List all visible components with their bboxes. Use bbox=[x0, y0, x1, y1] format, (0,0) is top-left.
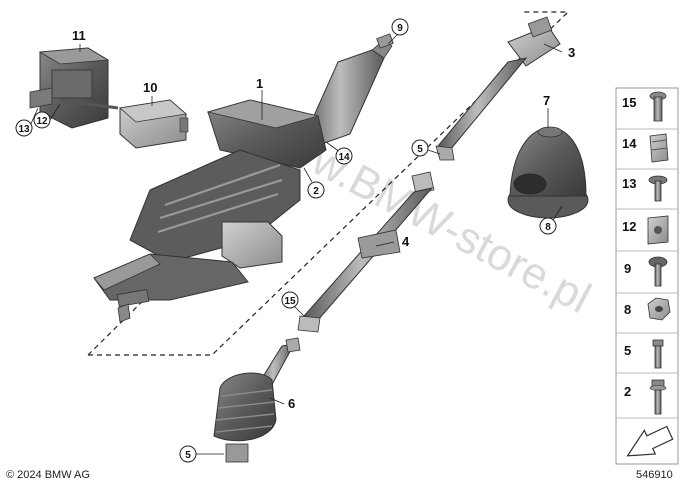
callout-14: 14 bbox=[335, 147, 353, 165]
legend-num-15: 15 bbox=[622, 95, 636, 110]
legend-num-9: 9 bbox=[624, 261, 631, 276]
callout-8: 8 bbox=[539, 217, 557, 235]
direction-arrow-icon bbox=[626, 425, 674, 457]
part-4-lower-intermediate-shaft bbox=[297, 171, 435, 333]
diagram-id: 546910 bbox=[636, 469, 673, 481]
fastener-13-screw-icon bbox=[648, 175, 668, 202]
assembly-boundary-dashed bbox=[88, 11, 570, 356]
part-10-control-unit bbox=[119, 99, 189, 149]
legend-num-8: 8 bbox=[624, 302, 631, 317]
callout-5-upper: 5 bbox=[411, 139, 429, 157]
callout-5-lower: 5 bbox=[179, 445, 197, 463]
svg-text:15: 15 bbox=[284, 296, 296, 307]
svg-text:12: 12 bbox=[36, 116, 48, 127]
svg-text:14: 14 bbox=[338, 152, 350, 163]
fastener-15-bolt-icon bbox=[649, 91, 667, 122]
fastener-legend: 15 14 13 12 9 8 5 2 bbox=[615, 87, 679, 465]
callout-1: 1 bbox=[256, 76, 263, 91]
legend-num-14: 14 bbox=[622, 136, 637, 151]
fastener-2-bolt-icon bbox=[649, 379, 667, 415]
svg-text:2: 2 bbox=[313, 186, 319, 197]
leader-lines bbox=[29, 33, 563, 455]
part-11-bracket bbox=[29, 47, 119, 129]
svg-text:8: 8 bbox=[545, 222, 551, 233]
fastener-14-clip-icon bbox=[649, 133, 669, 163]
part-7-boot bbox=[507, 126, 589, 219]
legend-num-2: 2 bbox=[624, 384, 631, 399]
copyright-text: © 2024 BMW AG bbox=[6, 469, 90, 481]
callout-3: 3 bbox=[568, 45, 575, 60]
callout-15: 15 bbox=[281, 291, 299, 309]
callout-6: 6 bbox=[288, 396, 295, 411]
part-3-upper-intermediate-shaft bbox=[435, 16, 561, 161]
callout-11: 11 bbox=[72, 28, 86, 43]
fastener-9-screw-icon bbox=[648, 256, 668, 287]
callout-10: 10 bbox=[143, 80, 157, 95]
callout-4: 4 bbox=[402, 234, 410, 249]
part-6-lower-shaft bbox=[213, 337, 301, 463]
legend-num-5: 5 bbox=[624, 343, 631, 358]
svg-text:13: 13 bbox=[18, 124, 30, 135]
fastener-8-hex-nut-icon bbox=[647, 297, 671, 321]
callout-9: 9 bbox=[391, 18, 409, 36]
fastener-5-bolt-icon bbox=[652, 339, 664, 369]
fastener-12-speed-nut-icon bbox=[647, 215, 669, 245]
legend-num-12: 12 bbox=[622, 219, 636, 234]
part-1-steering-column bbox=[93, 33, 394, 323]
svg-text:5: 5 bbox=[185, 450, 191, 461]
callout-7: 7 bbox=[543, 93, 550, 108]
callout-13: 13 bbox=[15, 119, 33, 137]
svg-text:9: 9 bbox=[397, 23, 403, 34]
legend-num-13: 13 bbox=[622, 176, 636, 191]
callout-2: 2 bbox=[307, 181, 325, 199]
svg-text:5: 5 bbox=[417, 144, 423, 155]
callout-12: 12 bbox=[33, 111, 51, 129]
